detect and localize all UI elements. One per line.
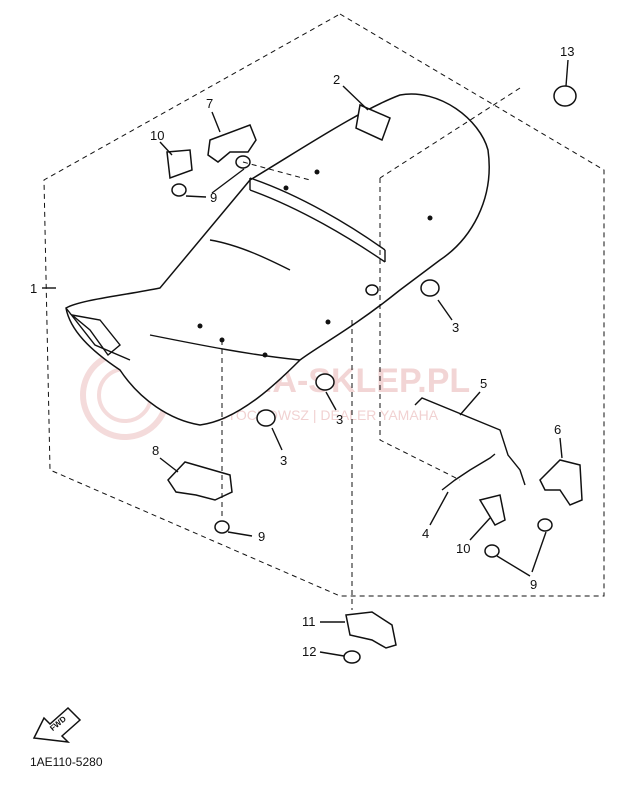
- callout-9-left: 9: [258, 529, 265, 544]
- seat-hook-5: [414, 397, 526, 486]
- seat-lock-11: [345, 611, 397, 649]
- seat-strap-tab: [355, 103, 391, 142]
- callout-10-lower: 10: [456, 541, 470, 556]
- callout-9-right: 9: [530, 577, 537, 592]
- callout-7: 7: [206, 96, 213, 111]
- callout-6: 6: [554, 422, 561, 437]
- nut-9-a: [171, 183, 187, 197]
- bracket-6: [539, 459, 583, 506]
- callout-4: 4: [422, 526, 429, 541]
- callout-3-center: 3: [336, 412, 343, 427]
- callout-11: 11: [302, 614, 316, 629]
- damper-3-center: [315, 373, 335, 391]
- bracket-10-lower: [478, 494, 506, 526]
- nut-9-c: [214, 520, 230, 534]
- bracket-8: [167, 461, 233, 501]
- callout-8: 8: [152, 443, 159, 458]
- callout-2: 2: [333, 72, 340, 87]
- callout-5: 5: [480, 376, 487, 391]
- lock-cap-12: [343, 650, 361, 664]
- grommet-13: [553, 85, 577, 107]
- bracket-7: [207, 124, 257, 163]
- seat-body: [65, 93, 490, 426]
- callout-9-top: 9: [210, 190, 217, 205]
- callouts: 1 2 3 3 3 4 5 6 7 8 9 9 9 10 10 11 12 13: [30, 44, 574, 659]
- fwd-arrow: FWD: [32, 706, 82, 743]
- callout-1: 1: [30, 281, 37, 296]
- callout-3-right: 3: [452, 320, 459, 335]
- callout-10-top: 10: [150, 128, 164, 143]
- damper-3-left: [256, 409, 276, 427]
- nut-9-d: [484, 544, 500, 558]
- nut-9-e: [537, 518, 553, 532]
- spring-4: [441, 453, 496, 491]
- bracket-10-top: [166, 149, 193, 180]
- leader-lines: [42, 59, 569, 657]
- callout-13: 13: [560, 44, 574, 59]
- callout-12: 12: [302, 644, 316, 659]
- diagram-code: 1AE110-5280: [30, 755, 103, 769]
- assembly-boundary: [43, 13, 605, 597]
- damper-3-right: [420, 279, 440, 297]
- callout-3-left: 3: [280, 453, 287, 468]
